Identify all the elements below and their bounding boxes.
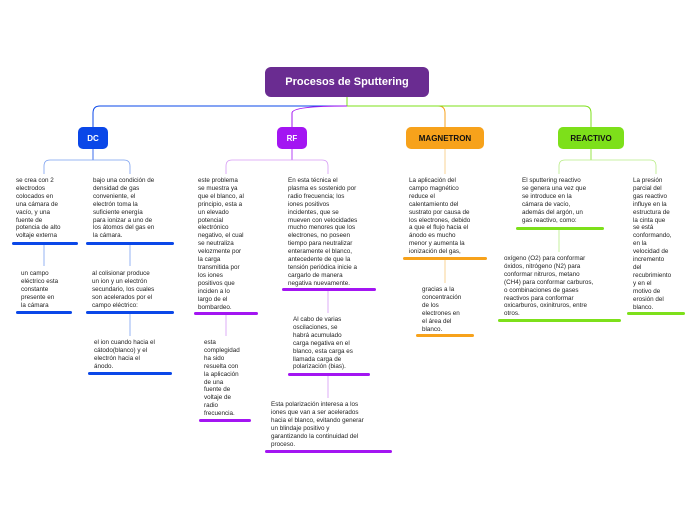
rf-note-polarization-underline <box>265 450 392 453</box>
dc-note-collision[interactable]: al colisionar produce un ion y un electr… <box>92 270 155 309</box>
dc-note-collision-underline <box>86 311 174 314</box>
dc-note-ion-cathode[interactable]: el ion cuando hacia el cátodo(blanco) y … <box>94 339 155 370</box>
rf-note-bias-underline <box>288 373 370 376</box>
rf-note-technique-underline <box>282 288 376 291</box>
magnetron-note-concentration[interactable]: gracias a la concentración de los electr… <box>422 286 462 333</box>
magnetron-note-field[interactable]: La aplicación del campo magnético reduce… <box>409 177 471 256</box>
rf-note-technique[interactable]: En esta técnica el plasma es sostenido p… <box>288 177 358 287</box>
reactivo-note-gas[interactable]: El sputtering reactivo se genera una vez… <box>522 177 587 224</box>
reactivo-note-gases-list-underline <box>498 319 621 322</box>
rf-note-bias[interactable]: Al cabo de varias oscilaciones, se habrá… <box>293 316 353 371</box>
reactivo-note-pressure-underline <box>627 312 685 315</box>
central-topic[interactable]: Procesos de Sputtering <box>265 67 429 97</box>
rf-note-problem[interactable]: este problema se muestra ya que el blanc… <box>198 177 244 311</box>
dc-note-field[interactable]: un campo eléctrico esta constante presen… <box>21 270 59 309</box>
magnetron-note-concentration-underline <box>416 334 474 337</box>
branch-dc[interactable]: DC <box>78 127 108 149</box>
dc-note-ionize[interactable]: bajo una condición de densidad de gas co… <box>93 177 155 240</box>
dc-note-ion-cathode-underline <box>88 372 172 375</box>
dc-note-ionize-underline <box>86 242 174 245</box>
branch-rf[interactable]: RF <box>277 127 307 149</box>
dc-note-field-underline <box>16 311 72 314</box>
dc-note-electrodes[interactable]: se crea con 2 electrodos colocados en un… <box>16 177 61 240</box>
rf-note-solution[interactable]: esta complegidad ha sido resuelta con la… <box>204 339 240 418</box>
rf-note-problem-underline <box>194 312 258 315</box>
magnetron-note-field-underline <box>403 257 487 260</box>
rf-note-polarization[interactable]: Esta polarización interesa a los iones q… <box>271 401 364 448</box>
reactivo-note-gases-list[interactable]: oxígeno (O2) para conformar óxidos, nitr… <box>504 255 594 318</box>
reactivo-note-pressure[interactable]: La presión parcial del gas reactivo infl… <box>633 177 672 311</box>
reactivo-note-gas-underline <box>516 227 604 230</box>
rf-note-solution-underline <box>199 419 251 422</box>
branch-reactivo[interactable]: REACTIVO <box>558 127 624 149</box>
branch-magnetron[interactable]: MAGNETRON <box>406 127 484 149</box>
dc-note-electrodes-underline <box>12 242 78 245</box>
